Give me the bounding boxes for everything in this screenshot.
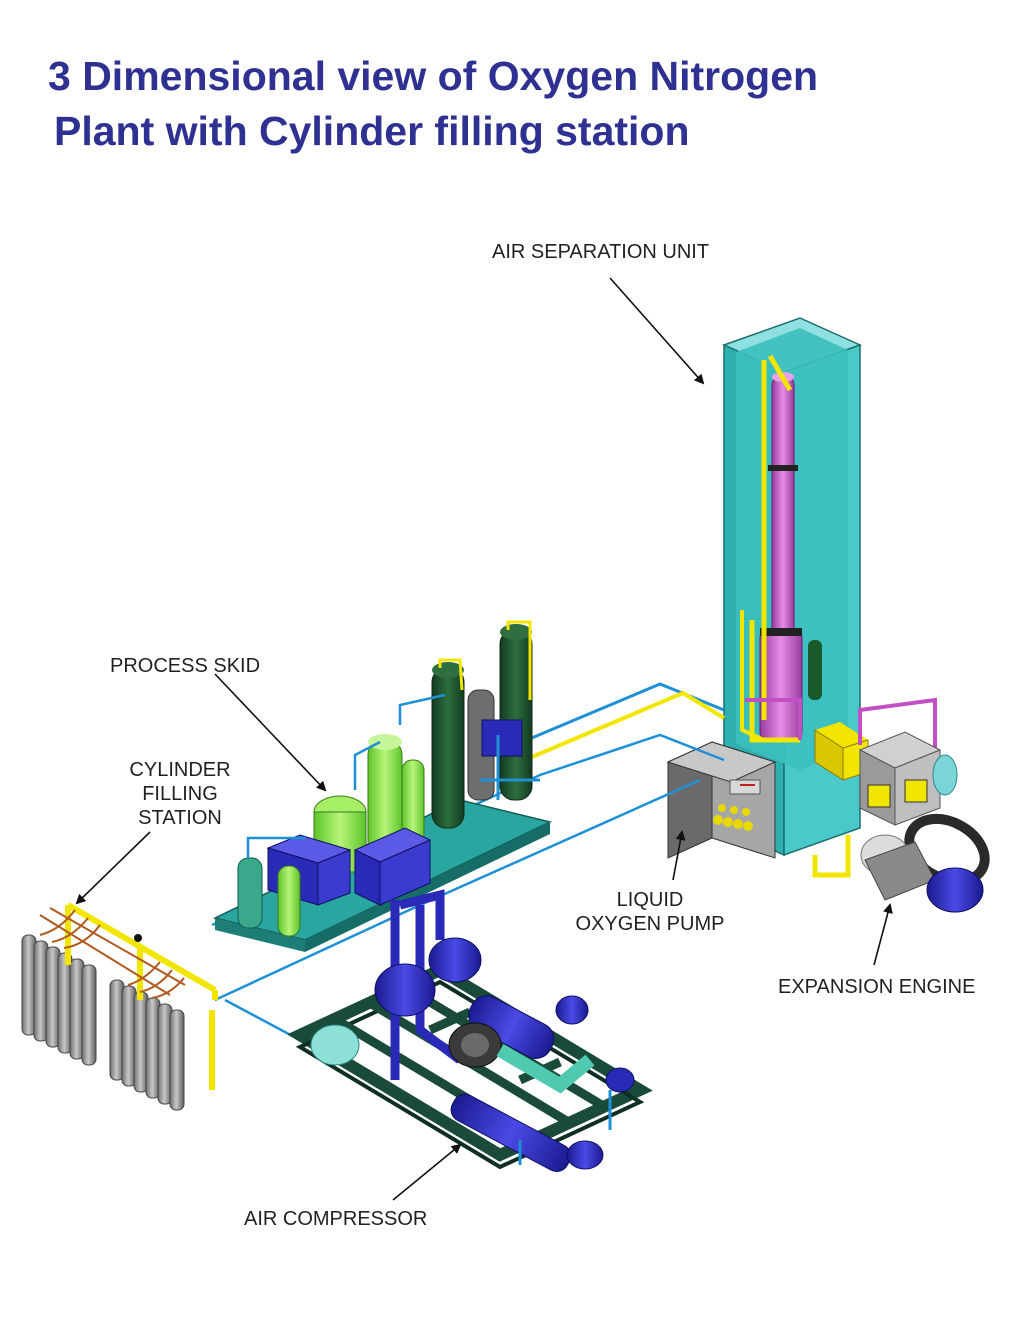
- arrow-air-compressor: [392, 1143, 462, 1201]
- process-skid: [212, 620, 553, 952]
- arrow-process-skid: [214, 673, 327, 792]
- label-cylinder-filling-station-line-2: FILLING: [142, 783, 218, 805]
- label-air-separation-unit: AIR SEPARATION UNIT: [492, 241, 710, 263]
- label-process-skid: PROCESS SKID: [110, 655, 261, 677]
- label-cylinder-filling-station-line-3: STATION: [138, 807, 222, 829]
- cylinder-bank-right: [109, 979, 185, 1111]
- arrow-cylinder-filling-station: [75, 831, 151, 905]
- label-cylinder-filling-station-line-1: CYLINDER: [129, 759, 231, 781]
- liquid-oxygen-pump: [666, 741, 777, 859]
- cylinder-bank-left: [21, 934, 97, 1066]
- label-liquid-oxygen-pump-line-2: OXYGEN PUMP: [575, 913, 725, 935]
- label-liquid-oxygen-pump-line-1: LIQUID: [616, 889, 684, 911]
- page-title-line-1: 3 Dimensional view of Oxygen Nitrogen: [48, 53, 819, 99]
- label-liquid-oxygen-pump: LIQUID OXYGEN PUMP: [560, 888, 740, 936]
- label-expansion-engine: EXPANSION ENGINE: [778, 976, 976, 998]
- air-compressor: [287, 889, 653, 1173]
- arrow-air-separation-unit: [609, 277, 705, 385]
- arrow-expansion-engine: [873, 903, 893, 966]
- label-air-compressor: AIR COMPRESSOR: [244, 1208, 428, 1230]
- expansion-engine: [812, 697, 990, 913]
- page-title-line-2: Plant with Cylinder filling station: [54, 108, 690, 154]
- leader-arrows: [75, 277, 893, 1201]
- cylinder-filling-station: [21, 902, 218, 1111]
- air-separation-unit: [721, 317, 863, 857]
- arrow-liquid-oxygen-pump: [672, 830, 686, 881]
- label-cylinder-filling-station: CYLINDER FILLING STATION: [120, 758, 240, 830]
